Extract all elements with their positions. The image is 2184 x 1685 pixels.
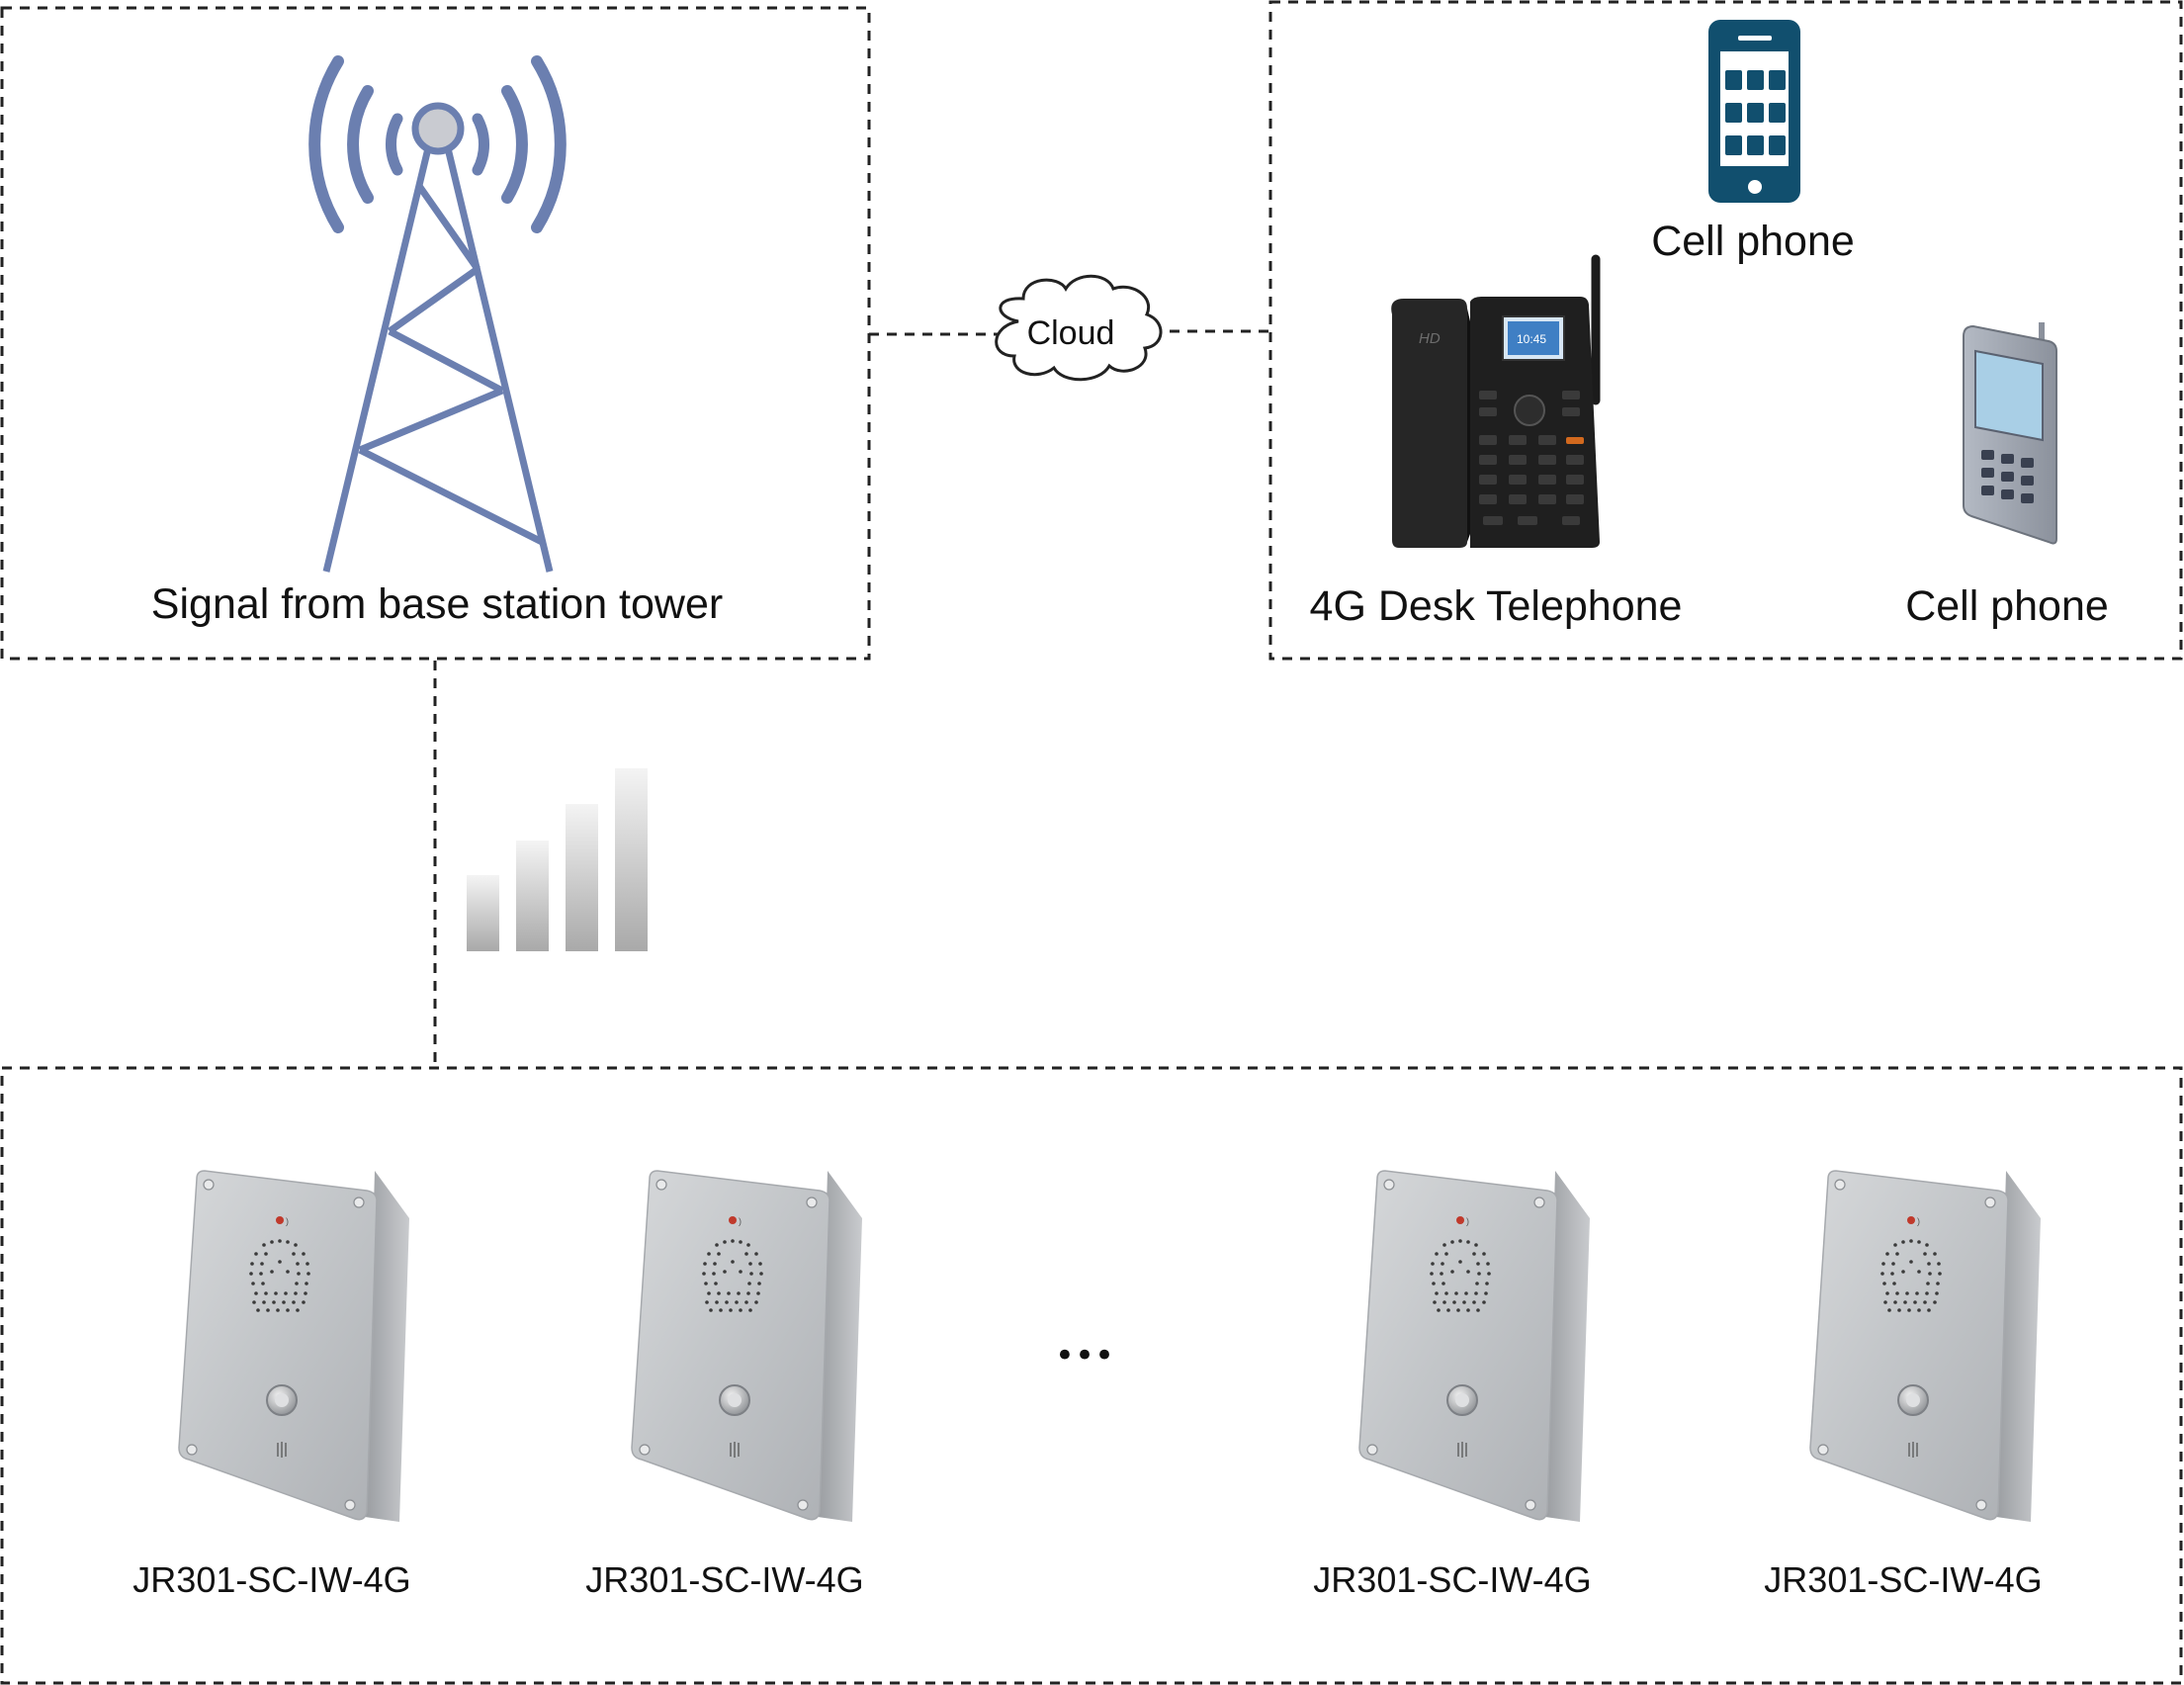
signal-bar-4 — [615, 768, 648, 951]
intercom-label-3: JR301-SC-IW-4G — [1313, 1559, 1591, 1600]
tower-label: Signal from base station tower — [151, 580, 723, 628]
svg-text:HD: HD — [1419, 330, 1441, 347]
smartphone-label: Cell phone — [1651, 218, 1855, 265]
cloud-label: Cloud — [1027, 314, 1115, 352]
intercom-ellipsis: ••• — [1055, 1336, 1114, 1375]
intercom-label-2: JR301-SC-IW-4G — [585, 1559, 863, 1600]
cloud-icon — [995, 274, 1163, 382]
tower-icon — [308, 55, 567, 573]
smartphone-icon — [1708, 20, 1800, 203]
feature-phone-label: Cell phone — [1905, 582, 2109, 630]
signal-bar-1 — [467, 875, 499, 951]
intercom-panel-icon — [1358, 1170, 1591, 1523]
signal-bar-3 — [566, 804, 598, 951]
svg-text:10:45: 10:45 — [1517, 332, 1546, 346]
desk-phone-label: 4G Desk Telephone — [1310, 582, 1683, 630]
intercom-label-1: JR301-SC-IW-4G — [132, 1559, 410, 1600]
intercoms-group-box — [0, 1066, 2183, 1685]
signal-bars-icon — [467, 768, 648, 951]
intercom-panel-icon — [178, 1170, 410, 1523]
feature-phone-icon — [1963, 322, 2057, 545]
intercom-label-4: JR301-SC-IW-4G — [1764, 1559, 2042, 1600]
desk-phone-icon: 10:45 HD — [1391, 254, 1601, 548]
signal-bar-2 — [516, 841, 549, 951]
intercom-panel-icon — [631, 1170, 863, 1523]
intercom-panel-icon — [1809, 1170, 2042, 1523]
